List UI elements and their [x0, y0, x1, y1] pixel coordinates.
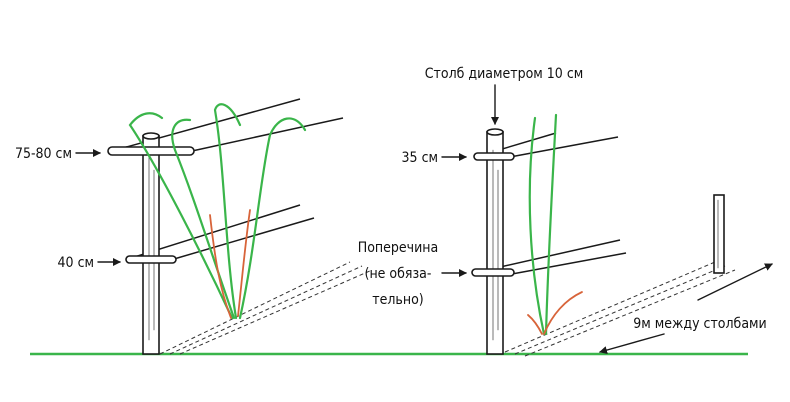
ground-perspective-lines	[159, 261, 736, 357]
right-raspberry-shoots	[527, 113, 583, 336]
right-bottom-crossbar	[471, 268, 515, 277]
right-post-top	[486, 128, 504, 136]
left-top-wire-back	[191, 117, 344, 152]
label-crossbar-line1: Поперечина	[358, 240, 439, 256]
spacing-arrow-up	[697, 263, 773, 301]
label-post-diameter: Столб диаметром 10 см	[425, 66, 584, 82]
spacing-arrow-down	[599, 333, 665, 354]
right-bottom-wire-back	[511, 252, 627, 275]
right-top-crossbar	[473, 152, 515, 161]
right-trellis	[441, 84, 773, 355]
label-crossbar-line2: (не обяза-	[365, 266, 432, 282]
label-left-top-height: 75-80 см	[15, 146, 72, 162]
left-bottom-wire-back	[173, 217, 315, 260]
label-crossbar-line3: тельно)	[372, 292, 423, 308]
right-post	[486, 131, 504, 355]
left-bottom-crossbar	[125, 255, 177, 264]
labels: 75-80 см 40 см Столб диаметром 10 см 35 …	[15, 66, 767, 332]
distant-post	[713, 194, 725, 274]
left-raspberry-shoots	[128, 103, 307, 320]
left-trellis	[75, 98, 344, 355]
left-post-top	[142, 132, 160, 140]
right-top-wire-back	[509, 136, 619, 158]
left-top-crossbar	[107, 146, 195, 156]
left-top-wire-front	[111, 98, 301, 152]
label-right-top-height: 35 см	[402, 150, 438, 166]
label-post-spacing: 9м между столбами	[633, 316, 766, 332]
label-left-bottom-height: 40 см	[58, 255, 94, 271]
